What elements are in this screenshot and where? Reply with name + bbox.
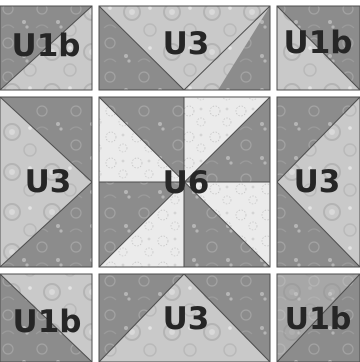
block-top-left: U1b [0,6,92,90]
block-label: U3 [25,164,72,200]
block-label: U3 [163,26,210,62]
block-label: U1b [13,304,82,340]
block-bottom-center: U3 [99,274,270,362]
block-middle-right: U3 [277,97,360,267]
block-label: U6 [163,165,210,201]
block-label: U1b [12,28,81,64]
block-center: U6 [99,97,270,267]
block-label: U1b [284,25,353,61]
block-label: U3 [294,164,341,200]
block-bottom-left: U1b [0,274,92,362]
block-label: U3 [163,301,210,337]
block-middle-left: U3 [0,97,92,267]
block-bottom-right: U1b [277,274,360,362]
block-top-right: U1b [277,6,360,90]
block-label: U1b [285,302,352,337]
block-top-center: U3 [99,6,270,90]
